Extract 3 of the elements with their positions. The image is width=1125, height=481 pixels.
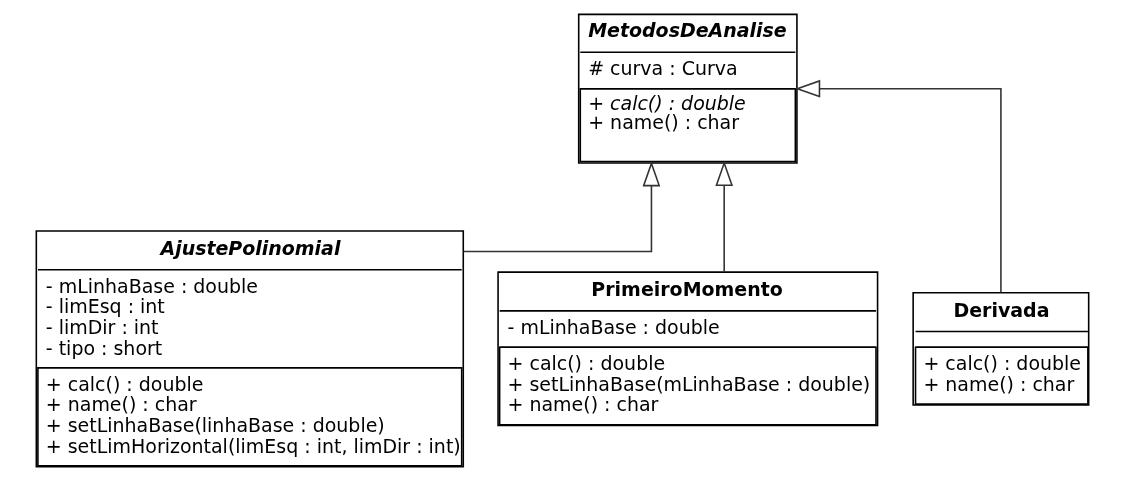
arrow <box>794 79 1002 294</box>
arrow <box>715 160 734 273</box>
arrow <box>462 161 661 253</box>
